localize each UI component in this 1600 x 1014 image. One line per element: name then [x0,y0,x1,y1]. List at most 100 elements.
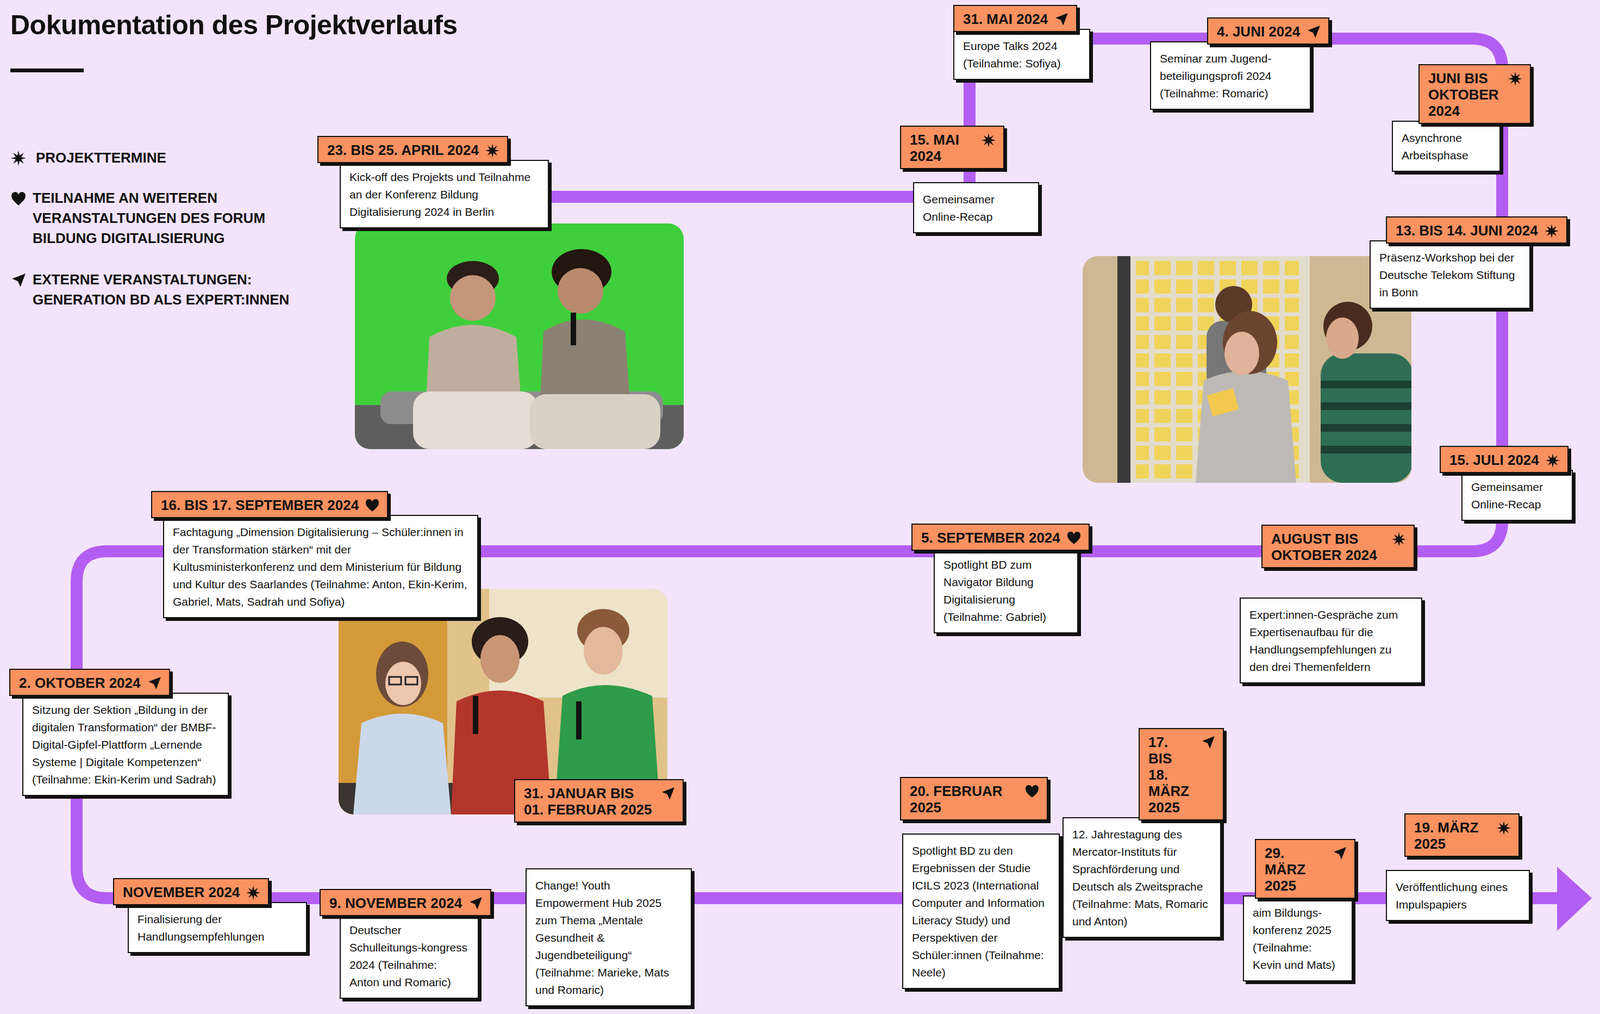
event-description: Change! Youth Empowerment Hub 2025 zum T… [525,867,692,1006]
date-box: 9. NOVEMBER 2024 [319,888,492,916]
star-icon [1391,532,1406,547]
date-box: 5. SEPTEMBER 2024 [911,523,1090,551]
date-box: 19. MÄRZ 2025 [1404,813,1520,857]
timeline-event: Gemeinsamer Online-Recap15. JULI 2024 [1439,445,1576,524]
event-description: Veröffentlichung eines Impulspapiers [1385,869,1530,921]
date-text: 23. BIS 25. APRIL 2024 [327,141,479,159]
event-description: Sitzung der Sektion „Bildung in der digi… [22,692,229,796]
title-underline [10,68,84,73]
star-icon [485,143,500,158]
timeline-event: Fachtagung „Dimension Digitalisierung – … [151,490,481,621]
date-text: 15. JULI 2024 [1449,451,1540,468]
date-box: 15. JULI 2024 [1439,445,1569,473]
timeline-event: Seminar zum Jugend-beteiligungsprofi 202… [1150,17,1333,113]
date-text: 4. JUNI 2024 [1216,23,1300,40]
arrow-icon [1332,846,1347,861]
date-box: 20. FEBRUAR 2025 [900,776,1048,821]
arrow-icon [1306,25,1321,40]
event-description: Präsenz-Workshop bei der Deutsche Teleko… [1369,240,1531,309]
timeline-event: Finalisierung der HandlungsempfehlungenN… [113,877,310,956]
arrow-icon [660,786,675,801]
timeline-event: Spotlight BD zum Navigator Bildung Digit… [911,523,1093,636]
date-box: JUNI BIS OKTOBER 2024 [1418,64,1531,124]
timeline-event: Change! Youth Empowerment Hub 2025 zum T… [514,778,695,1009]
date-text: JUNI BIS OKTOBER 2024 [1428,70,1502,120]
date-text: 31. MAI 2024 [963,10,1048,28]
date-text: 15. MAI 2024 [909,131,975,165]
legend-text: PROJEKTTERMINE [35,147,362,168]
heart-icon [1025,784,1040,799]
date-text: NOVEMBER 2024 [122,883,240,900]
diagram-title: Dokumentation des Projektverlaufs [10,7,458,43]
event-description: Asynchrone Arbeitsphase [1391,120,1501,172]
event-description: Spotlight BD zum Navigator Bildung Digit… [933,547,1079,634]
star-icon [246,885,261,900]
event-description: aim Bildungs-konferenz 2025 (Teilnahme: … [1242,895,1353,981]
date-text: 20. FEBRUAR 2025 [909,782,1019,816]
timeline-event: 12. Jahrestagung des Mercator-Instituts … [1062,727,1224,941]
timeline-event: Expert:innen-Gespräche zum Expertisenauf… [1239,524,1425,686]
legend-text: EXTERNE VERANSTALTUNGEN: GENERATION BD A… [32,269,327,310]
date-box: 31. MAI 2024 [953,4,1078,33]
event-description: Spotlight BD zu den Ergebnissen der Stud… [902,833,1060,989]
date-text: 29. MÄRZ 2025 [1264,844,1327,894]
date-box: 29. MÄRZ 2025 [1254,838,1356,899]
timeline-line [76,38,1563,898]
date-box: 31. JANUAR BIS 01. FEBRUAR 2025 [514,778,684,823]
arrow-icon [10,272,27,289]
photo-workshop [1082,255,1412,483]
timeline-event: Gemeinsamer Online-Recap 15. MAI 2024 [900,125,1042,236]
date-text: 17. BIS 18. MÄRZ 2025 [1148,733,1195,816]
star-icon [1544,223,1559,239]
date-box: 2. OKTOBER 2024 [9,668,171,696]
star-icon [1508,71,1523,86]
date-box: 13. BIS 14. JUNI 2024 [1385,216,1568,244]
date-box: 4. JUNI 2024 [1207,17,1330,45]
timeline-event: Asynchrone ArbeitsphaseJUNI BIS OKTOBER … [1391,64,1531,175]
event-description: Deutscher Schulleitungs-kongress 2024 (T… [339,912,479,999]
date-box: 16. BIS 17. SEPTEMBER 2024 [151,490,389,518]
heart-icon [10,191,27,207]
arrow-icon [147,676,162,691]
date-text: AUGUST BIS OKTOBER 2024 [1271,530,1386,564]
date-text: 2. OKTOBER 2024 [19,674,141,691]
date-box: 17. BIS 18. MÄRZ 2025 [1138,727,1224,821]
timeline-event: Spotlight BD zu den Ergebnissen der Stud… [900,776,1063,992]
date-text: 19. MÄRZ 2025 [1414,819,1491,852]
event-description: Finalisierung der Handlungsempfehlungen [127,901,308,953]
date-box: NOVEMBER 2024 [113,877,270,905]
event-description: 12. Jahrestagung des Mercator-Instituts … [1062,816,1222,938]
event-description: Gemeinsamer Online-Recap [1461,469,1573,521]
date-text: 16. BIS 17. SEPTEMBER 2024 [160,496,359,514]
timeline-event: Veröffentlichung eines Impulspapiers 19. … [1385,813,1533,924]
star-icon [1496,820,1511,835]
date-text: 5. SEPTEMBER 2024 [921,529,1061,546]
heart-icon [365,498,380,513]
arrow-icon [468,896,483,911]
timeline-event: Präsenz-Workshop bei der Deutsche Teleko… [1369,216,1571,312]
date-text: 13. BIS 14. JUNI 2024 [1395,222,1539,239]
arrow-icon [1201,735,1216,750]
event-description: Gemeinsamer Online-Recap [913,182,1040,234]
event-description: Seminar zum Jugend-beteiligungsprofi 202… [1150,41,1311,110]
date-box: AUGUST BIS OKTOBER 2024 [1261,524,1415,568]
timeline-event: Kick-off des Projekts und Teilnahme an d… [317,135,552,231]
event-description: Kick-off des Projekts und Teilnahme an d… [339,159,549,229]
timeline-event: aim Bildungs-konferenz 2025 (Teilnahme: … [1242,838,1356,984]
date-text: 9. NOVEMBER 2024 [329,894,462,911]
date-box: 23. BIS 25. APRIL 2024 [317,135,509,164]
arrow-icon [1054,12,1069,27]
timeline-event: Deutscher Schulleitungs-kongress 2024 (T… [319,888,495,1002]
timeline-event: Europe Talks 2024 (Teilnahme: Sofiya)31.… [953,4,1093,83]
timeline-event: Sitzung der Sektion „Bildung in der digi… [9,668,232,799]
event-description: Expert:innen-Gespräche zum Expertisenauf… [1239,597,1423,684]
date-box: 15. MAI 2024 [900,125,1005,170]
date-text: 31. JANUAR BIS 01. FEBRUAR 2025 [523,784,655,818]
timeline-arrowhead [1557,866,1592,931]
star-icon [10,150,27,166]
event-description: Europe Talks 2024 (Teilnahme: Sofiya) [953,28,1091,80]
heart-icon [1066,530,1081,546]
photo-kickoff [354,223,684,449]
star-icon [1545,453,1560,468]
